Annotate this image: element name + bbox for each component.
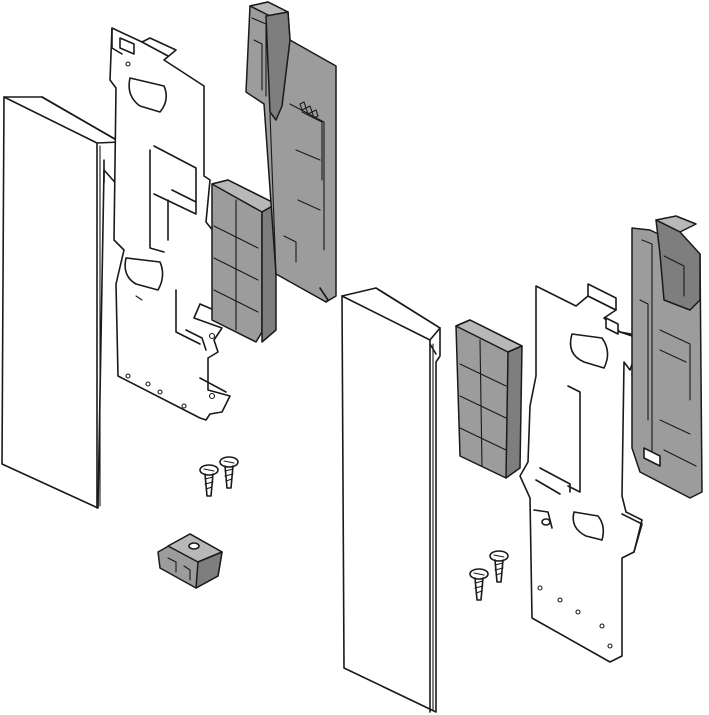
- screw-icon: [219, 456, 239, 489]
- right-front-panel: [341, 287, 441, 713]
- left-front-panel: [1, 96, 121, 509]
- screw-icon: [469, 568, 489, 601]
- left-grey-end-piece: [245, 1, 337, 303]
- left-assembly: [1, 1, 337, 589]
- screw-icon: [489, 550, 509, 583]
- screw-icon: [199, 464, 219, 497]
- left-clip: [157, 533, 223, 589]
- right-grey-end-piece: [631, 215, 703, 499]
- left-screws: [199, 456, 239, 497]
- left-grey-insert: [211, 179, 277, 343]
- right-metal-bracket: [519, 283, 645, 663]
- left-metal-bracket: [109, 27, 231, 421]
- right-assembly: [341, 215, 703, 713]
- right-grey-insert: [455, 319, 523, 479]
- right-screws: [469, 550, 509, 601]
